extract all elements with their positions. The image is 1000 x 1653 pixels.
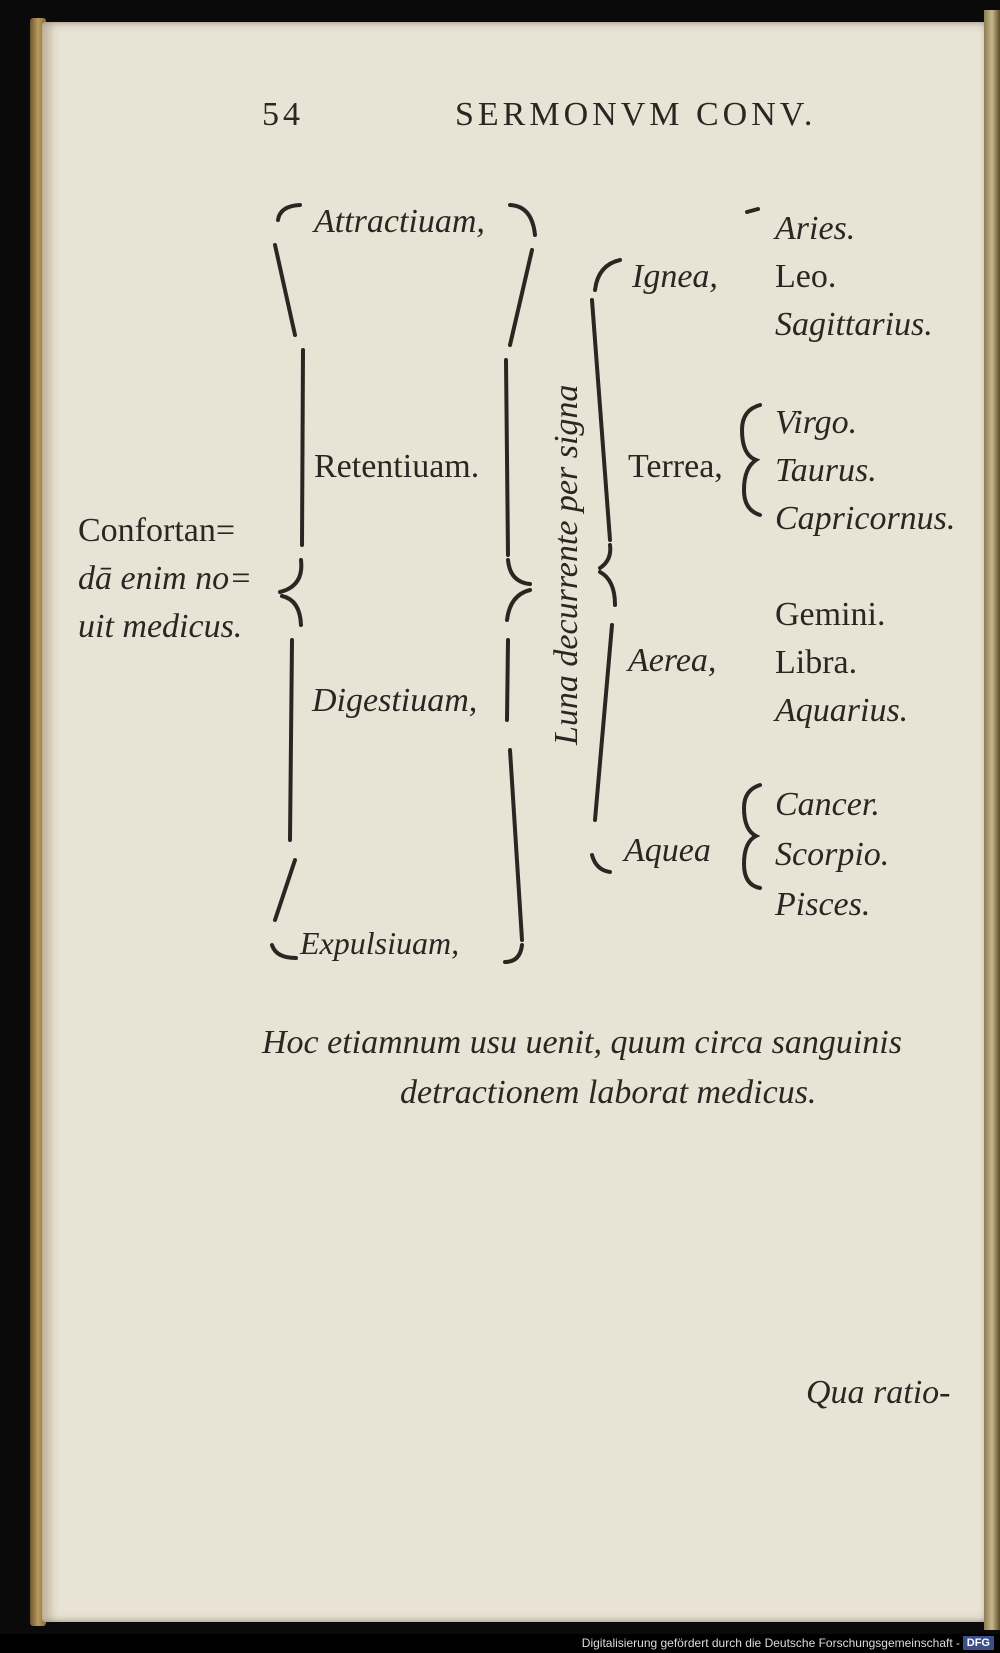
sign-aries: Aries. [775, 210, 856, 247]
sign-gemini: Gemini. [775, 596, 886, 633]
sign-cancer: Cancer. [775, 786, 880, 823]
vertical-label: Luna decurrente per signa [548, 384, 585, 745]
body-line-1: Hoc etiamnum usu uenit, quum circa sangu… [262, 1024, 902, 1061]
sign-aquarius: Aquarius. [775, 692, 909, 729]
catchword: Qua ratio- [806, 1374, 951, 1411]
faculty-retentiuam: Retentiuam. [314, 448, 480, 485]
element-terrea: Terrea, [628, 448, 723, 485]
element-aquea: Aquea [624, 832, 711, 869]
sign-scorpio: Scorpio. [775, 836, 890, 873]
element-ignea: Ignea, [632, 258, 718, 295]
sign-leo: Leo. [775, 258, 837, 295]
note-line-3: uit medicus. [78, 608, 243, 645]
element-aerea: Aerea, [628, 642, 717, 679]
sign-pisces: Pisces. [775, 886, 871, 923]
faculty-attractiuam: Attractiuam, [314, 203, 485, 240]
note-line-1: Confortan= [78, 512, 236, 549]
sign-sagittarius: Sagittarius. [775, 306, 933, 343]
faculty-digestiuam: Digestiuam, [312, 682, 478, 719]
body-line-2: detractionem laborat medicus. [400, 1074, 817, 1111]
note-line-2: dā enim no= [78, 560, 253, 597]
footer-credit: Digitalisierung gefördert durch die Deut… [581, 1636, 960, 1650]
running-title: SERMONVM CONV. [455, 96, 817, 133]
sign-capricornus: Capricornus. [775, 500, 956, 537]
page-number: 54 [262, 96, 304, 133]
footer-bar [0, 1634, 1000, 1653]
sign-libra: Libra. [775, 644, 858, 681]
sign-taurus: Taurus. [775, 452, 877, 489]
faculty-expulsiuam: Expulsiuam, [300, 925, 460, 961]
dfg-logo: DFG [962, 1636, 994, 1650]
book-edge-right [984, 10, 1000, 1630]
sign-virgo: Virgo. [775, 404, 858, 441]
